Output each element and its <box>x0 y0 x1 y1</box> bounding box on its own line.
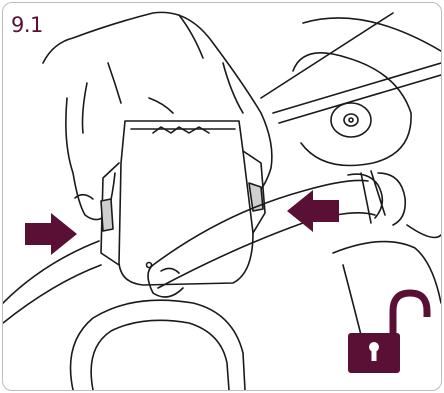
seat-frame-inner <box>91 320 229 390</box>
wheel-hub-outer <box>331 103 371 137</box>
handlebar-bottom <box>158 213 375 288</box>
body-left-2 <box>3 265 101 323</box>
module-top-notch <box>153 127 209 133</box>
seat-shell-right-2 <box>343 265 363 343</box>
wheel-hub-inner <box>344 114 358 126</box>
arrow-right-icon <box>25 213 77 255</box>
module-release-tab-left <box>101 199 113 231</box>
module-body <box>119 121 253 285</box>
hand-outline <box>43 12 272 198</box>
wheel-arc <box>293 53 411 166</box>
unlocked-padlock-icon <box>348 293 427 373</box>
hand-finger-crease-1 <box>83 83 88 133</box>
step-number: 9.1 <box>11 13 43 37</box>
handlebar-joint-inner <box>161 268 179 273</box>
hand-knuckle-1 <box>149 98 173 113</box>
frame-bar-lower <box>279 75 441 123</box>
wheel-hub-center <box>349 118 353 122</box>
canopy-outline <box>303 18 441 51</box>
seat-shell-right <box>333 242 441 303</box>
canopy-edge <box>261 13 393 98</box>
handlebar-cap-band-2 <box>371 171 385 215</box>
frame-bar-upper <box>273 63 441 113</box>
seat-shell-right-3 <box>407 225 441 237</box>
hand-finger-crease-2 <box>108 63 121 103</box>
line-illustration <box>3 3 441 390</box>
